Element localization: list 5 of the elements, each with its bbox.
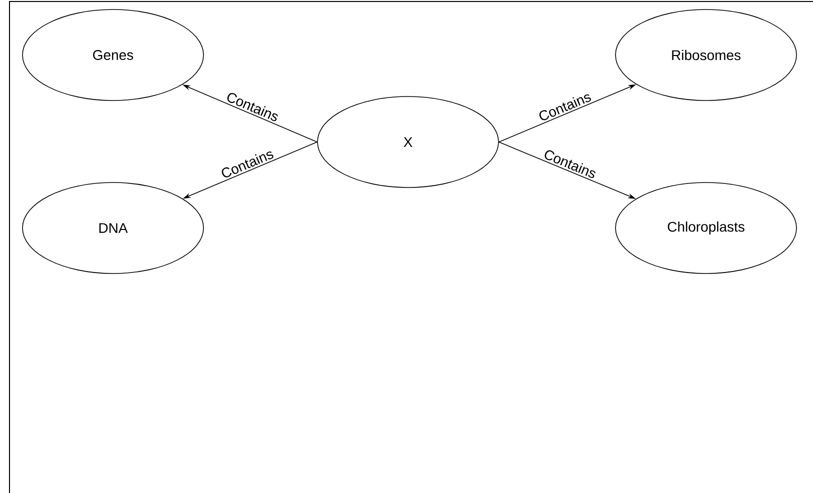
ellipse-node: Chloroplasts xyxy=(615,182,797,274)
ellipse-node: Ribosomes xyxy=(615,9,797,101)
ellipse-node: Genes xyxy=(22,9,204,101)
ellipse-node: DNA xyxy=(22,182,204,274)
ellipse-node: X xyxy=(317,96,499,188)
